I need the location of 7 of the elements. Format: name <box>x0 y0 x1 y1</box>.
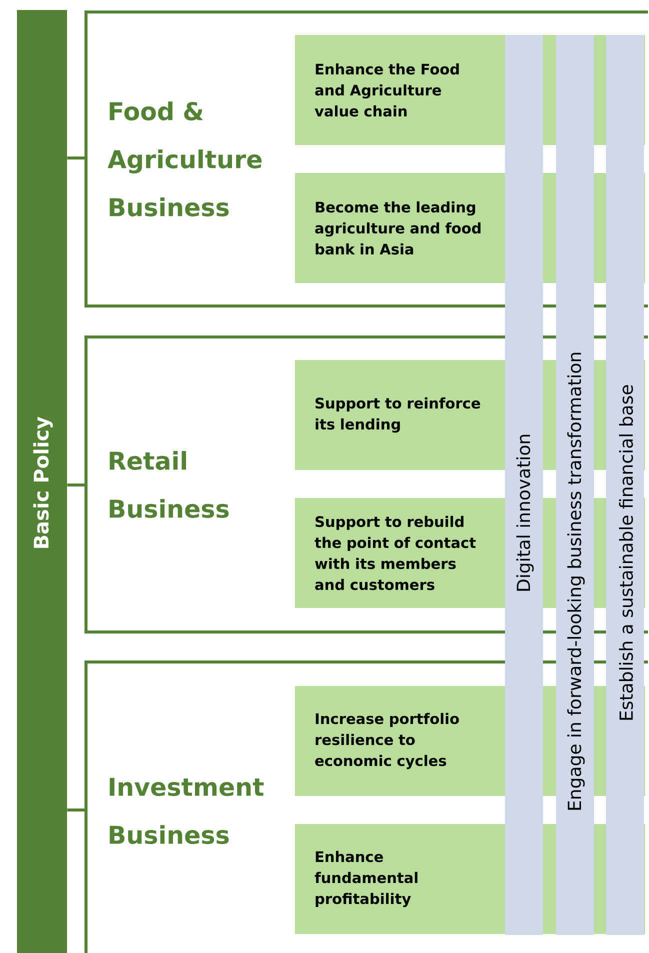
theme-bar: Establish a sustainable financial base <box>606 35 644 935</box>
connector-line <box>67 808 86 812</box>
theme-bar: Engage in forward-looking business transformation <box>556 35 594 935</box>
theme-bar: Digital innovation <box>505 35 543 935</box>
policy-bar: Basic Policy <box>17 10 67 953</box>
connector-line <box>67 484 86 486</box>
connector-line <box>67 156 86 160</box>
